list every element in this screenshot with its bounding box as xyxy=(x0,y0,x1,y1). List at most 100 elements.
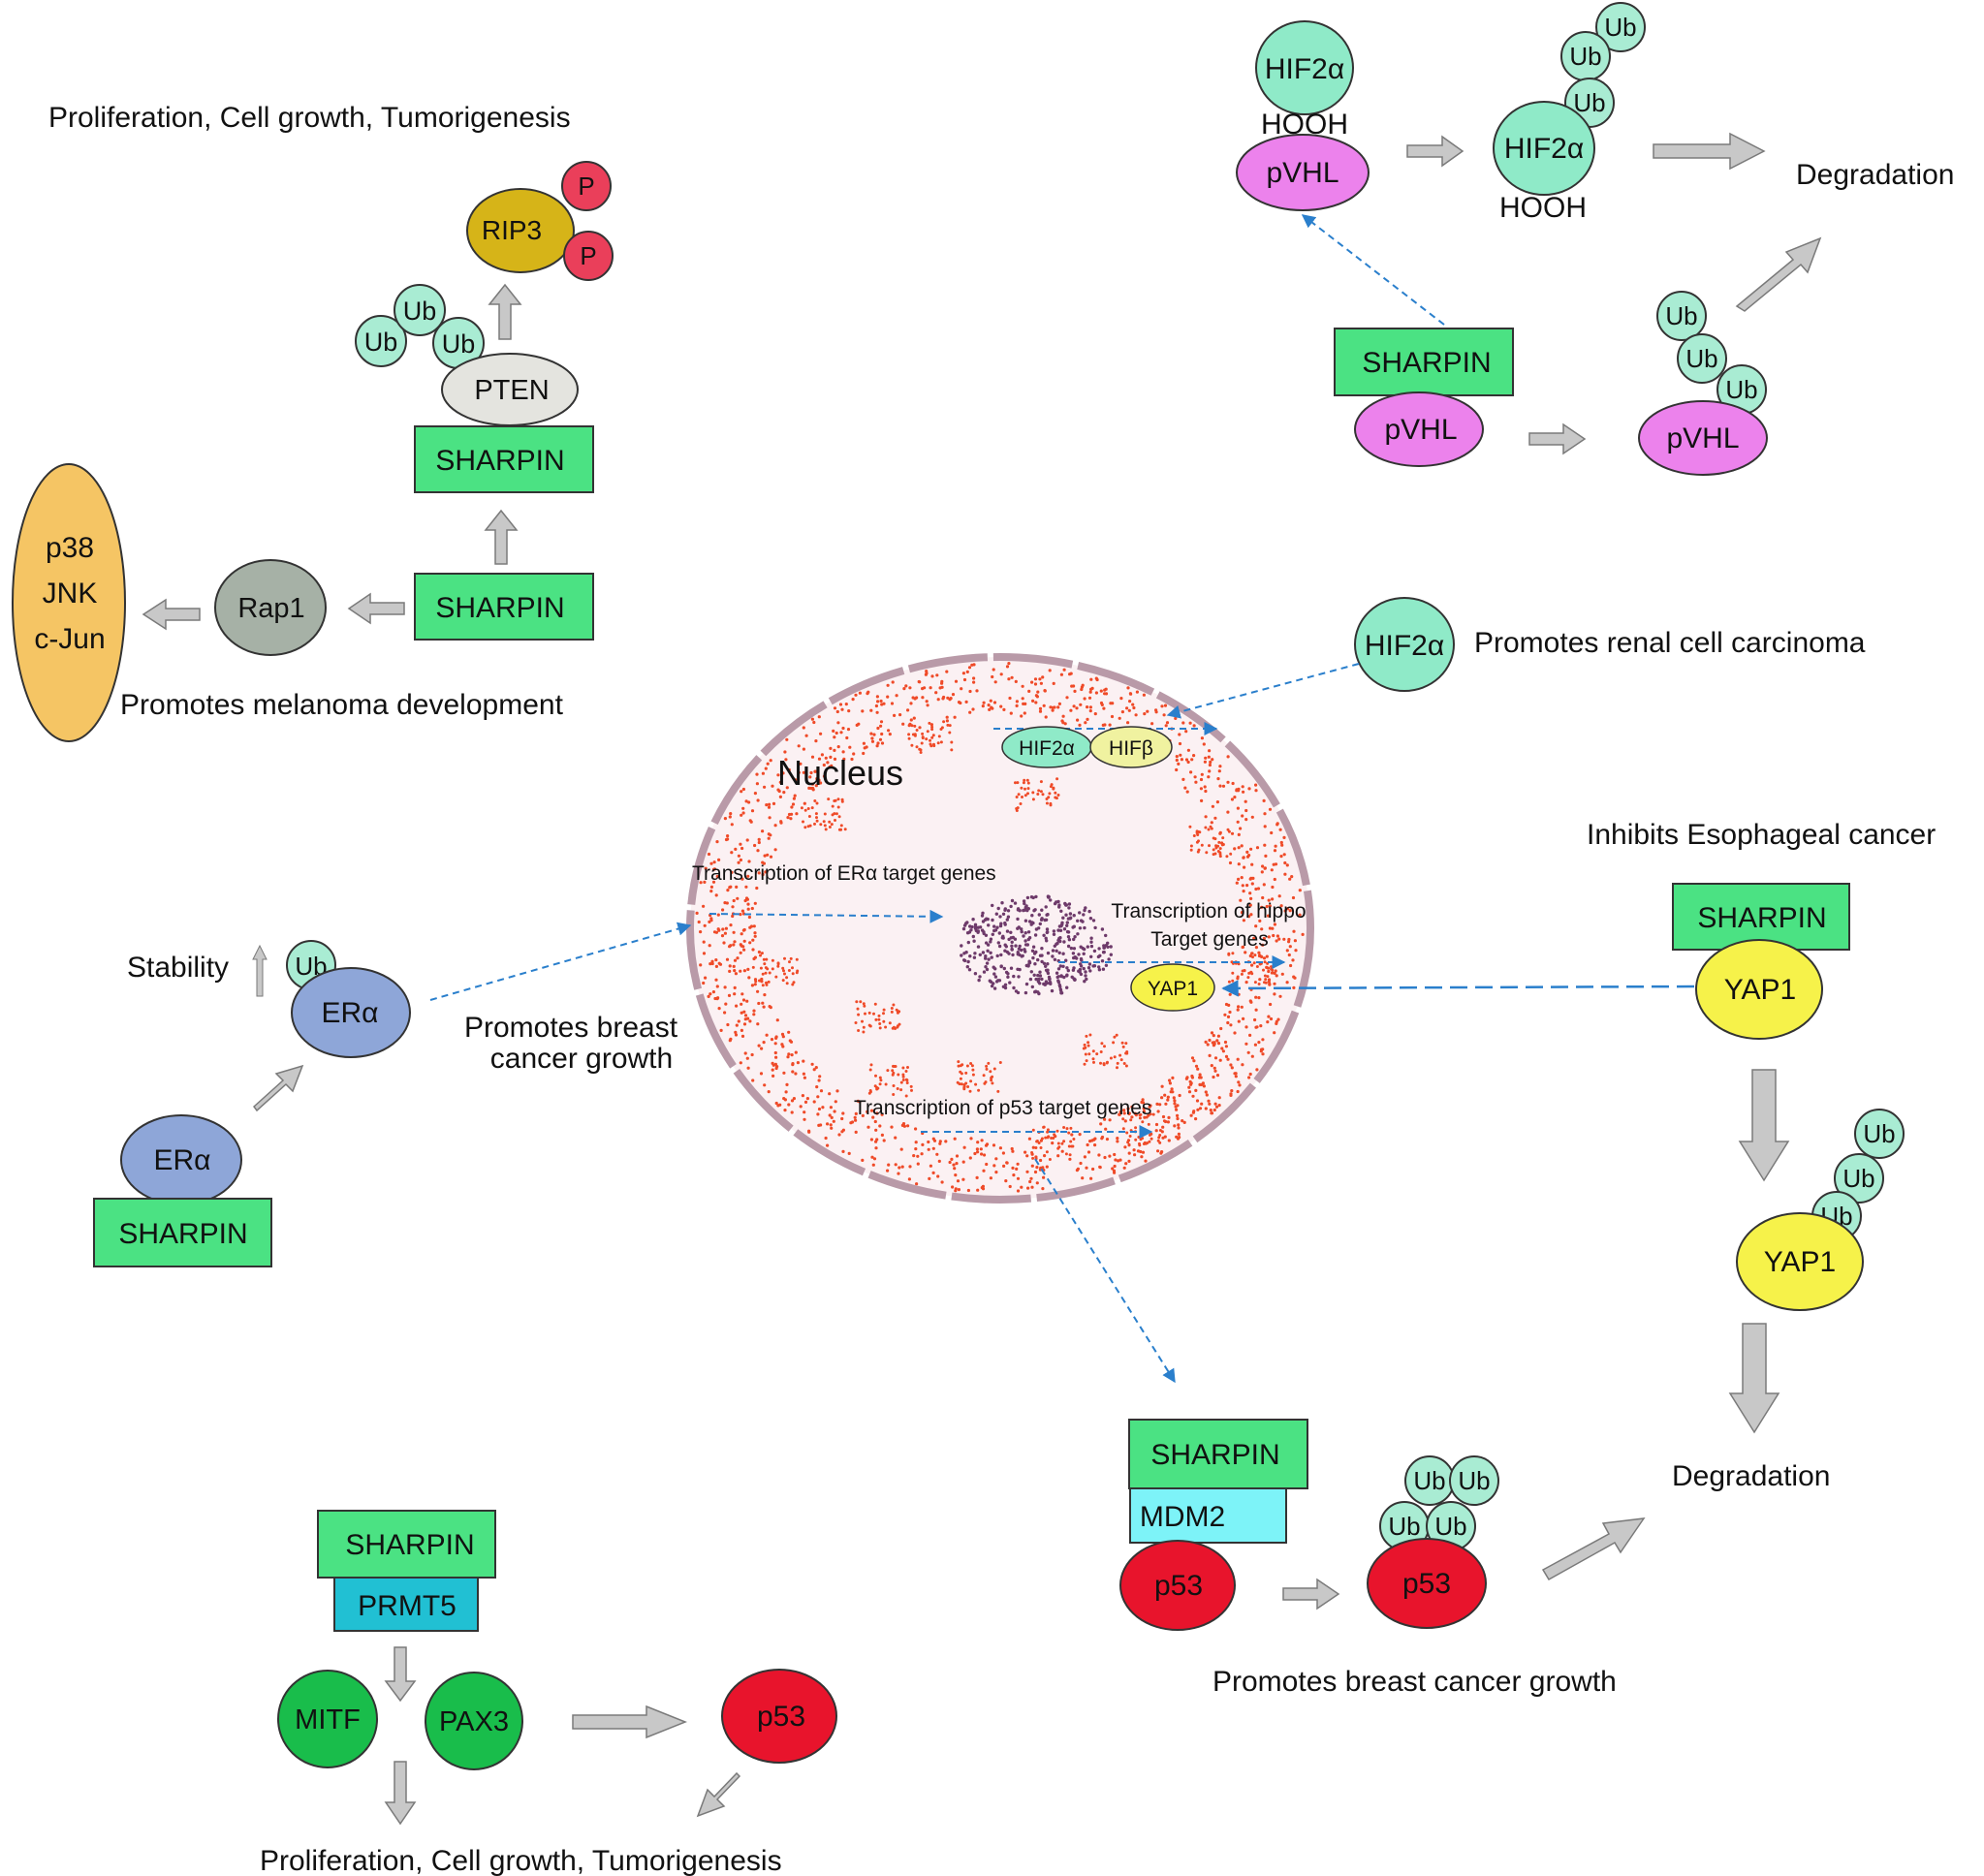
ub-yap1-2-label: Ub xyxy=(1842,1164,1874,1193)
ub-pvhl-3-label: Ub xyxy=(1725,375,1757,404)
tx-hippo-label-2: Target genes xyxy=(1150,928,1268,951)
arrow-pvhl-to-degradation xyxy=(1735,236,1822,312)
hifb-nuclear-label: HIFβ xyxy=(1109,737,1153,760)
phospho-2 xyxy=(563,231,614,281)
phospho-1-label: P xyxy=(578,172,594,201)
sharpin-box-rap1 xyxy=(414,573,594,641)
p53-bound-label: p53 xyxy=(1154,1570,1203,1602)
rip3-protein xyxy=(466,188,575,273)
p53-ubiquitinated xyxy=(1367,1538,1487,1629)
arrow-yap1-down-2 xyxy=(1728,1323,1780,1434)
pvhl-ubiquitinated xyxy=(1638,400,1768,476)
ub-pten-2 xyxy=(394,284,446,336)
pten-label: PTEN xyxy=(474,375,549,406)
prmt5-box xyxy=(333,1577,479,1632)
arrow-p53-to-ub xyxy=(1282,1578,1340,1610)
sharpin-pvhl-label: SHARPIN xyxy=(1362,347,1491,379)
pvhl-top-label: pVHL xyxy=(1266,157,1338,189)
pvhl-top xyxy=(1236,134,1370,211)
dashed-era-into-nucleus xyxy=(429,922,692,1001)
mitf-label: MITF xyxy=(295,1704,361,1735)
chromatin-dots xyxy=(695,662,1305,1193)
arrow-pvhl-to-ub xyxy=(1528,422,1587,455)
arrow-mitf-down xyxy=(384,1761,417,1826)
hif2a-renal-pathway: HIF2α Promotes renal cell carcinoma xyxy=(1166,597,1866,719)
mdm2-box xyxy=(1129,1487,1287,1544)
yap1-bound-label: YAP1 xyxy=(1724,974,1797,1006)
hif2a-cytoplasmic-label: HIF2α xyxy=(1365,630,1444,662)
yap1-ubiquitinated xyxy=(1736,1212,1864,1311)
sharpin-box-era xyxy=(93,1198,272,1267)
yap1-ubiquitinated-label: YAP1 xyxy=(1764,1246,1837,1278)
tx-hippo-label-1: Transcription of hippo xyxy=(1111,900,1306,922)
nucleus-label: Nucleus xyxy=(777,753,903,793)
yap1-bound xyxy=(1695,939,1823,1040)
ub-pten-3-label: Ub xyxy=(442,329,476,359)
nucleolus xyxy=(960,894,1114,996)
arrow-hif-to-ub xyxy=(1406,135,1464,168)
nucleus: Nucleus HIF2α HIFβ Transcription of ERα … xyxy=(686,653,1314,1204)
ub-yap1-1 xyxy=(1854,1109,1905,1159)
hif2a-cytoplasmic xyxy=(1354,597,1455,692)
era-stabilized xyxy=(291,967,411,1058)
sharpin-box-yap1 xyxy=(1672,883,1850,951)
p53-bound xyxy=(1119,1540,1236,1631)
prmt5-label: PRMT5 xyxy=(358,1590,457,1622)
arrow-sharpin-up xyxy=(484,509,519,565)
arrow-era-up xyxy=(252,1064,304,1112)
ub-pten-1 xyxy=(355,315,407,367)
sharpin-box-pvhl xyxy=(1334,328,1514,396)
pvhl-bound xyxy=(1354,391,1484,467)
sharpin-prmt5-label: SHARPIN xyxy=(345,1529,474,1561)
outcome-proliferation-top: Proliferation, Cell growth, Tumorigenesi… xyxy=(48,102,571,134)
arrow-p53-to-degradation xyxy=(1541,1517,1646,1581)
rap1-label: Rap1 xyxy=(237,593,304,624)
pvhl-hif2a-pathway: HIF2α HOOH pVHL Ub Ub Ub HIF2α HOOH Degr… xyxy=(1236,2,1954,476)
arrow-yap1-down-1 xyxy=(1738,1069,1790,1182)
degradation-bottom: Degradation xyxy=(1672,1460,1830,1492)
phospho-1 xyxy=(561,161,612,211)
era-pathway: Stability Ub ERα Promotes breast cancer … xyxy=(93,922,692,1267)
ub-hif-1 xyxy=(1595,2,1646,52)
yap1-pathway: Inhibits Esophageal cancer SHARPIN YAP1 … xyxy=(1221,819,1936,1492)
dashed-nucleus-to-p53 xyxy=(1034,1158,1176,1384)
hif2a-ubiquitinated-label: HIF2α xyxy=(1504,133,1584,165)
sharpin-box-pten xyxy=(414,425,594,493)
p53-free-label: p53 xyxy=(757,1701,805,1733)
mitf-protein xyxy=(277,1670,378,1768)
ub-yap1-2 xyxy=(1834,1153,1884,1204)
sharpin-rap1-label: SHARPIN xyxy=(435,592,564,624)
hifb-nuclear xyxy=(1089,726,1173,768)
ub-p53-1-label: Ub xyxy=(1413,1466,1445,1495)
outcome-breast-bottom: Promotes breast cancer growth xyxy=(1212,1666,1617,1698)
dashed-hif2a-into-nucleus xyxy=(1166,663,1360,719)
outcome-esophageal: Inhibits Esophageal cancer xyxy=(1587,819,1936,851)
mapk-group xyxy=(12,463,126,742)
hooh-ub-label: HOOH xyxy=(1499,192,1587,224)
sharpin-mdm2-label: SHARPIN xyxy=(1150,1439,1279,1471)
ub-hif-1-label: Ub xyxy=(1604,13,1636,42)
mapk-jnk-label: JNK xyxy=(43,578,98,610)
mapk-cjun-label: c-Jun xyxy=(34,623,105,655)
outcome-breast-left-2: cancer growth xyxy=(490,1043,673,1075)
hif2a-top-label: HIF2α xyxy=(1265,53,1344,85)
arrow-sharpin-to-rap1 xyxy=(347,592,405,625)
dashed-sharpin-to-pvhl xyxy=(1301,214,1445,326)
ub-pvhl-2 xyxy=(1677,333,1727,384)
sharpin-era-label: SHARPIN xyxy=(118,1218,247,1250)
sharpin-yap1-label: SHARPIN xyxy=(1697,902,1826,934)
sharpin-box-prmt5 xyxy=(317,1510,496,1579)
arrow-pten-to-rip3 xyxy=(488,283,522,340)
pvhl-bound-label: pVHL xyxy=(1384,414,1457,446)
arrow-stability-up xyxy=(252,944,268,997)
ub-p53-2-label: Ub xyxy=(1458,1466,1490,1495)
tx-p53-label: Transcription of p53 target genes xyxy=(854,1097,1151,1119)
outcome-melanoma: Promotes melanoma development xyxy=(120,689,564,721)
outcome-renal: Promotes renal cell carcinoma xyxy=(1474,627,1866,659)
ub-p53-3-label: Ub xyxy=(1388,1512,1420,1541)
mdm2-label: MDM2 xyxy=(1140,1501,1225,1533)
ub-pvhl-2-label: Ub xyxy=(1685,344,1717,373)
ub-hif-3-label: Ub xyxy=(1573,88,1605,117)
era-bound-label: ERα xyxy=(153,1144,210,1176)
